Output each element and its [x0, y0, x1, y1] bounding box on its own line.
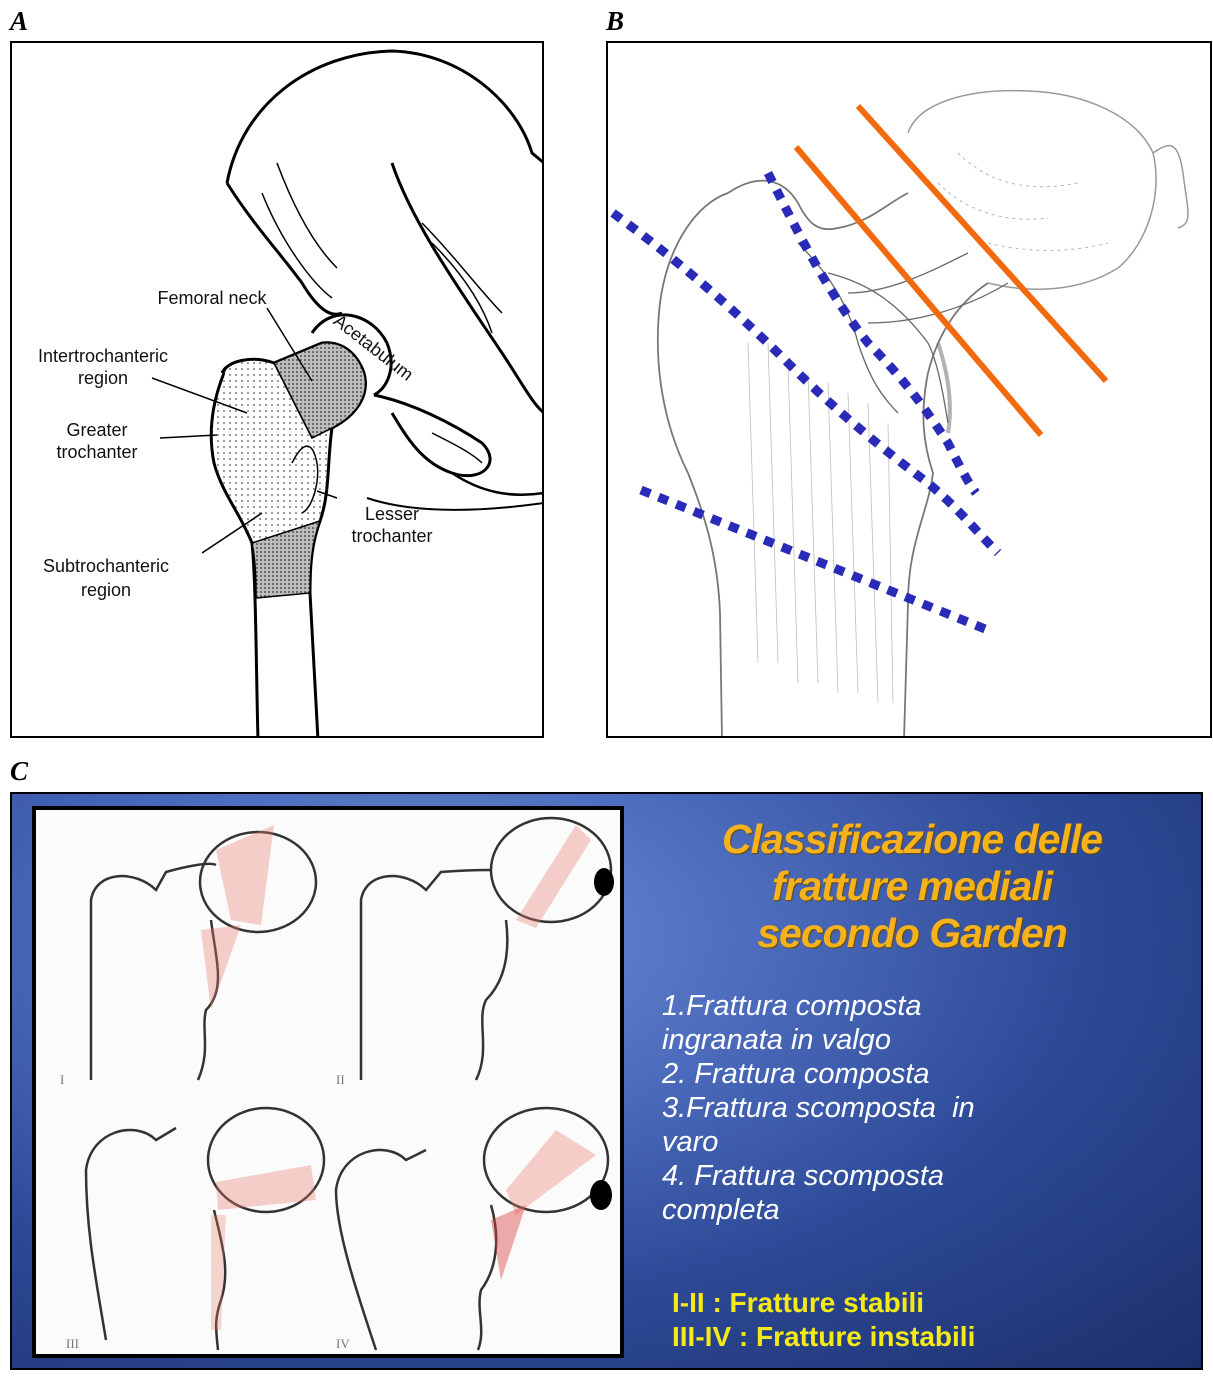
greater-trochanter-label-line1: Greater [32, 419, 162, 441]
unstable-fractures-line: III-IV : Fratture instabili [672, 1320, 1192, 1354]
stable-fractures-line: I-II : Fratture stabili [672, 1286, 1192, 1320]
panel-b-letter: B [606, 6, 624, 37]
garden-list-line: varo [662, 1125, 1202, 1159]
garden-types-illustration: I II III IV [32, 806, 624, 1358]
garden-classification-slide: I II III IV Classificazione delle frattu… [10, 792, 1203, 1370]
basicervical-fracture-line [768, 173, 976, 493]
garden-quadrant-label-3: III [66, 1336, 79, 1352]
title-line-3: secondo Garden [632, 910, 1192, 957]
hip-anatomy-illustration [12, 43, 544, 738]
panel-c-letter: C [10, 756, 28, 787]
garden-quadrant-label-2: II [336, 1072, 345, 1088]
hip-anatomy-diagram: Femoral neck Acetabulum Intertrochanteri… [10, 41, 544, 738]
subtrochanteric-label-line1: Subtrochanteric [16, 555, 196, 577]
garden-quadrant-label-1: I [60, 1072, 64, 1088]
garden-types-list: 1.Frattura composta ingranata in valgo 2… [662, 989, 1202, 1227]
lesser-trochanter-label-line2: trochanter [337, 525, 447, 547]
garden-list-line: ingranata in valgo [662, 1023, 1202, 1057]
garden-list-line: completa [662, 1193, 1202, 1227]
garden-stability-summary: I-II : Fratture stabili III-IV : Frattur… [672, 1286, 1192, 1354]
subcapital-fracture-line [858, 106, 1106, 381]
garden-slide-title: Classificazione delle fratture mediali s… [632, 816, 1192, 957]
garden-list-line: 4. Frattura scomposta [662, 1159, 1202, 1193]
lesser-trochanter-label-line1: Lesser [337, 503, 447, 525]
panel-a-letter: A [10, 6, 28, 37]
title-line-1: Classificazione delle [632, 816, 1192, 863]
fracture-lines-diagram [606, 41, 1212, 738]
garden-type-4-femur [336, 1108, 612, 1350]
garden-type-1-femur [91, 825, 316, 1080]
garden-list-line: 2. Frattura composta [662, 1057, 1202, 1091]
garden-femurs-drawing [36, 810, 620, 1354]
subtrochanteric-label-line2: region [16, 579, 196, 601]
garden-list-line: 1.Frattura composta [662, 989, 1202, 1023]
garden-type-3-femur [86, 1108, 324, 1350]
intertrochanteric-label-line1: Intertrochanteric [18, 345, 188, 367]
proximal-femur-illustration [608, 43, 1212, 738]
title-line-2: fratture mediali [632, 863, 1192, 910]
intertrochanteric-label-line2: region [18, 367, 188, 389]
greater-trochanter-label-line2: trochanter [32, 441, 162, 463]
garden-list-line: 3.Frattura scomposta in [662, 1091, 1202, 1125]
garden-type-2-femur [361, 818, 614, 1080]
femoral-neck-label: Femoral neck [132, 287, 292, 309]
garden-quadrant-label-4: IV [336, 1336, 350, 1352]
